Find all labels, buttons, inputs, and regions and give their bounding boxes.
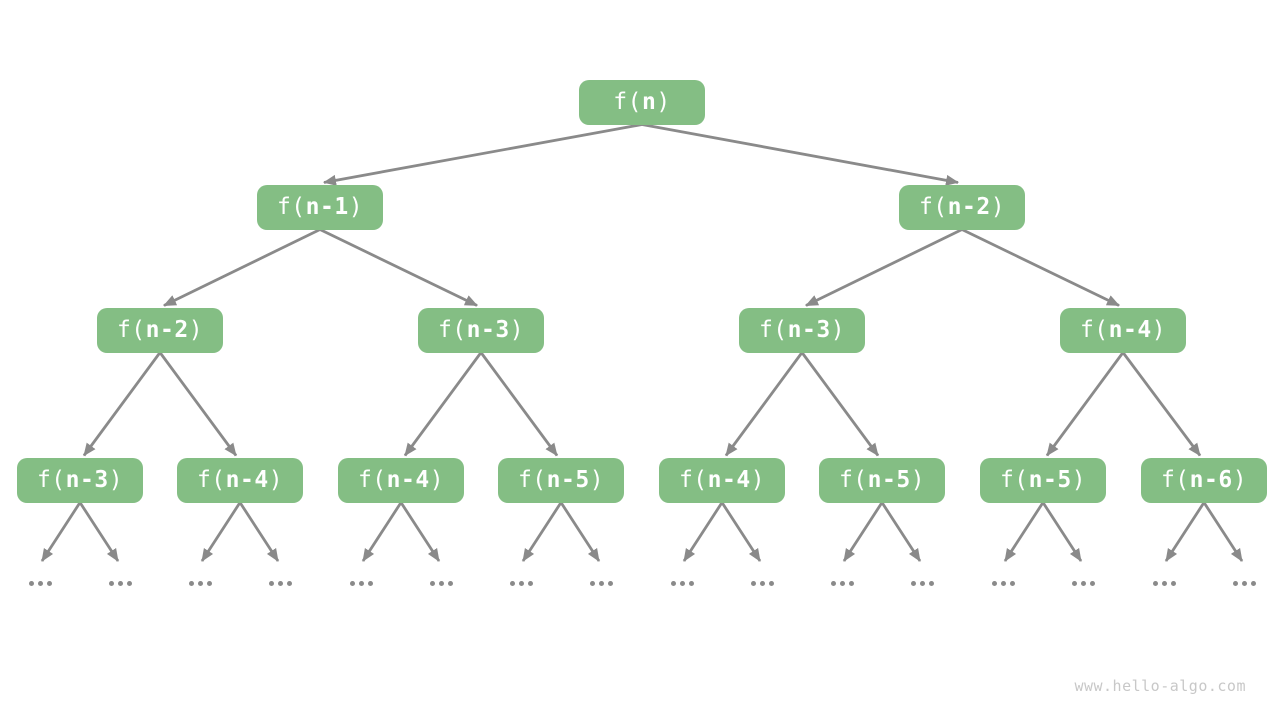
- ellipsis-leaf: [589, 580, 613, 586]
- tree-node: f(n-4): [659, 457, 785, 503]
- ellipsis-leaf: [268, 580, 292, 586]
- tree-node: f(n-2): [97, 307, 223, 353]
- edge-arrow: [805, 228, 963, 307]
- ellipsis-leaf: [188, 580, 212, 586]
- ellipsis-leaf: [349, 580, 373, 586]
- edge-arrow: [800, 351, 880, 457]
- edge-arrow: [1003, 501, 1045, 562]
- edge-arrow: [361, 501, 403, 562]
- edge-arrow: [403, 351, 483, 457]
- edge-arrow: [961, 228, 1120, 307]
- tree-node: f(n-4): [1060, 307, 1186, 353]
- edge-arrow: [319, 228, 478, 307]
- tree-node: f(n): [579, 79, 705, 125]
- ellipsis-leaf: [509, 580, 533, 586]
- ellipsis-leaf: [991, 580, 1015, 586]
- edge-arrow: [559, 501, 601, 562]
- edge-arrow: [641, 123, 959, 186]
- edge-arrow: [1121, 351, 1202, 457]
- edge-arrow: [720, 501, 762, 562]
- ellipsis-leaf: [108, 580, 132, 586]
- edge-arrow: [238, 501, 280, 562]
- tree-node: f(n-4): [338, 457, 464, 503]
- edge-arrow: [323, 123, 643, 186]
- edge-arrow: [842, 501, 884, 562]
- tree-node: f(n-1): [257, 184, 383, 230]
- tree-node: f(n-4): [177, 457, 303, 503]
- edge-arrow: [78, 501, 120, 562]
- ellipsis-leaf: [670, 580, 694, 586]
- ellipsis-leaf: [910, 580, 934, 586]
- watermark: www.hello-algo.com: [1074, 677, 1246, 695]
- edge-arrow: [1202, 501, 1244, 562]
- tree-node: f(n-3): [17, 457, 143, 503]
- edge-arrow: [724, 351, 804, 457]
- edge-arrow: [521, 501, 563, 562]
- ellipsis-leaf: [1232, 580, 1256, 586]
- edge-arrow: [200, 501, 242, 562]
- ellipsis-leaf: [830, 580, 854, 586]
- ellipsis-leaf: [429, 580, 453, 586]
- tree-node: f(n-6): [1141, 457, 1267, 503]
- ellipsis-leaf: [1152, 580, 1176, 586]
- edge-arrow: [479, 351, 559, 457]
- tree-node: f(n-5): [980, 457, 1106, 503]
- edge-arrow: [163, 228, 321, 307]
- edge-arrow: [1041, 501, 1083, 562]
- edge-arrow: [682, 501, 724, 562]
- tree-node: f(n-3): [418, 307, 544, 353]
- edge-arrow: [399, 501, 441, 562]
- ellipsis-leaf: [750, 580, 774, 586]
- edge-arrow: [40, 501, 82, 562]
- ellipsis-leaf: [1071, 580, 1095, 586]
- tree-node: f(n-5): [498, 457, 624, 503]
- edge-arrow: [1164, 501, 1206, 562]
- edge-arrow: [82, 351, 162, 457]
- tree-node: f(n-5): [819, 457, 945, 503]
- ellipsis-leaf: [28, 580, 52, 586]
- edge-arrow: [158, 351, 238, 457]
- edge-arrow: [1045, 351, 1125, 457]
- edge-arrow: [880, 501, 922, 562]
- tree-node: f(n-2): [899, 184, 1025, 230]
- tree-node: f(n-3): [739, 307, 865, 353]
